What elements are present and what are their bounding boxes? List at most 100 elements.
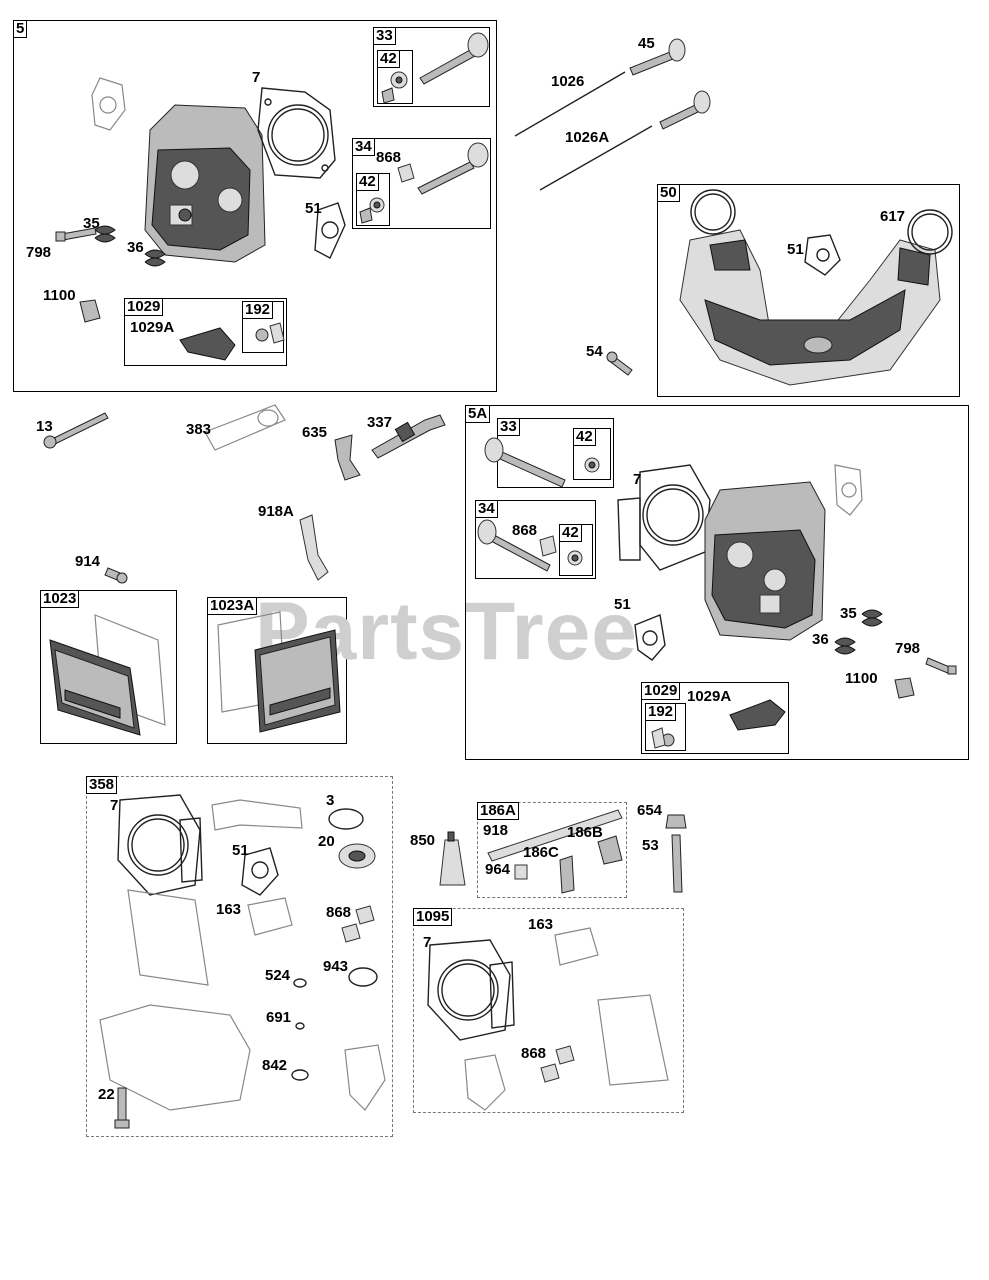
label-7: 7 <box>423 934 432 951</box>
cylinder-head-left-drawing <box>144 104 266 263</box>
cylinder-head-right-drawing <box>704 481 826 641</box>
group-tag-5A: 5A <box>465 405 491 423</box>
label-868: 868 <box>521 1045 547 1062</box>
group-tag-192: 192 <box>242 301 274 319</box>
label-868: 868 <box>376 149 402 166</box>
group-tag-192: 192 <box>645 703 677 721</box>
label-918A: 918A <box>258 503 294 520</box>
label-51: 51 <box>787 241 804 258</box>
label-22: 22 <box>98 1086 115 1103</box>
group-1023A-box <box>207 597 347 744</box>
gasket-7-right-drawing <box>617 464 711 571</box>
group-tag-50: 50 <box>657 184 680 202</box>
group-186A-box <box>477 802 627 898</box>
group-tag-34: 34 <box>475 500 498 518</box>
group-tag-1029: 1029 <box>124 298 164 316</box>
group-tag-33: 33 <box>373 27 396 45</box>
label-13: 13 <box>36 418 53 435</box>
group-tag-42: 42 <box>559 524 582 542</box>
group-5-box <box>13 20 497 392</box>
label-868: 868 <box>512 522 538 539</box>
label-691: 691 <box>266 1009 292 1026</box>
label-51: 51 <box>614 596 631 613</box>
label-7: 7 <box>110 797 119 814</box>
valve-cover-1023-drawing <box>49 614 166 736</box>
label-654: 654 <box>637 802 663 819</box>
group-tag-1023: 1023 <box>40 590 80 608</box>
group-tag-5: 5 <box>13 20 28 38</box>
valve-cover-1023A-drawing <box>217 611 341 733</box>
label-1100: 1100 <box>845 670 878 687</box>
label-163: 163 <box>216 901 242 918</box>
label-36: 36 <box>812 631 829 648</box>
clip-1100-drawing <box>79 299 101 323</box>
bolt-13-drawing <box>49 412 109 446</box>
breather-tube-53 <box>671 834 683 893</box>
label-1026: 1026 <box>551 73 585 90</box>
label-1029A: 1029A <box>130 319 175 336</box>
label-54: 54 <box>586 343 603 360</box>
label-943: 943 <box>323 958 349 975</box>
label-45: 45 <box>638 35 655 52</box>
group-tag-33: 33 <box>497 418 520 436</box>
spark-plug-337-drawing <box>371 414 446 459</box>
label-7: 7 <box>633 471 642 488</box>
head-gasket-358-drawing <box>117 794 203 896</box>
label-7: 7 <box>252 69 261 86</box>
spring-35-drawing <box>94 225 116 243</box>
label-524: 524 <box>265 967 291 984</box>
label-914: 914 <box>75 553 101 570</box>
boot-635-drawing <box>334 434 361 481</box>
group-tag-186A: 186A <box>477 802 519 820</box>
group-358-box <box>86 776 393 1137</box>
label-51: 51 <box>232 842 249 859</box>
breather-383-drawing <box>204 404 286 451</box>
label-20: 20 <box>318 833 335 850</box>
intake-manifold-drawing <box>679 229 941 386</box>
group-tag-42: 42 <box>573 428 596 446</box>
exhaust-gasket-top-left <box>91 77 126 131</box>
label-798: 798 <box>26 244 52 261</box>
group-1029-box <box>641 682 789 754</box>
label-36: 36 <box>127 239 144 256</box>
label-163: 163 <box>528 916 554 933</box>
label-1026A: 1026A <box>565 129 610 146</box>
label-798: 798 <box>895 640 921 657</box>
label-868: 868 <box>326 904 352 921</box>
label-842: 842 <box>262 1057 288 1074</box>
label-53: 53 <box>642 837 659 854</box>
group-tag-358: 358 <box>86 776 118 794</box>
gasket-7-drawing <box>257 87 336 179</box>
group-1023-box <box>40 590 177 744</box>
label-617: 617 <box>880 208 906 225</box>
label-918: 918 <box>483 822 509 839</box>
label-383: 383 <box>186 421 212 438</box>
group-1095-box <box>413 908 684 1113</box>
sealant-850-drawing <box>439 839 466 886</box>
label-850: 850 <box>410 832 436 849</box>
label-964: 964 <box>485 861 511 878</box>
label-186B: 186B <box>567 824 603 841</box>
group-tag-34: 34 <box>352 138 375 156</box>
rocker-arm-1029A-drawing <box>179 327 236 361</box>
tube-918A-drawing <box>299 514 329 581</box>
label-337: 337 <box>367 414 393 431</box>
group-tag-1095: 1095 <box>413 908 453 926</box>
group-33-box <box>373 27 490 107</box>
gasket-51-drawing <box>314 202 346 259</box>
o-ring-617 <box>907 209 953 255</box>
group-34-box <box>352 138 491 229</box>
group-tag-42: 42 <box>377 50 400 68</box>
spring-36-drawing <box>144 249 166 267</box>
label-1029A: 1029A <box>687 688 732 705</box>
group-34-box <box>475 500 596 579</box>
group-1029-box <box>124 298 287 366</box>
o-ring-left <box>690 189 736 235</box>
group-tag-1029: 1029 <box>641 682 681 700</box>
label-51: 51 <box>305 200 322 217</box>
label-1100: 1100 <box>43 287 76 304</box>
label-635: 635 <box>302 424 328 441</box>
label-35: 35 <box>83 215 100 232</box>
label-35: 35 <box>840 605 857 622</box>
